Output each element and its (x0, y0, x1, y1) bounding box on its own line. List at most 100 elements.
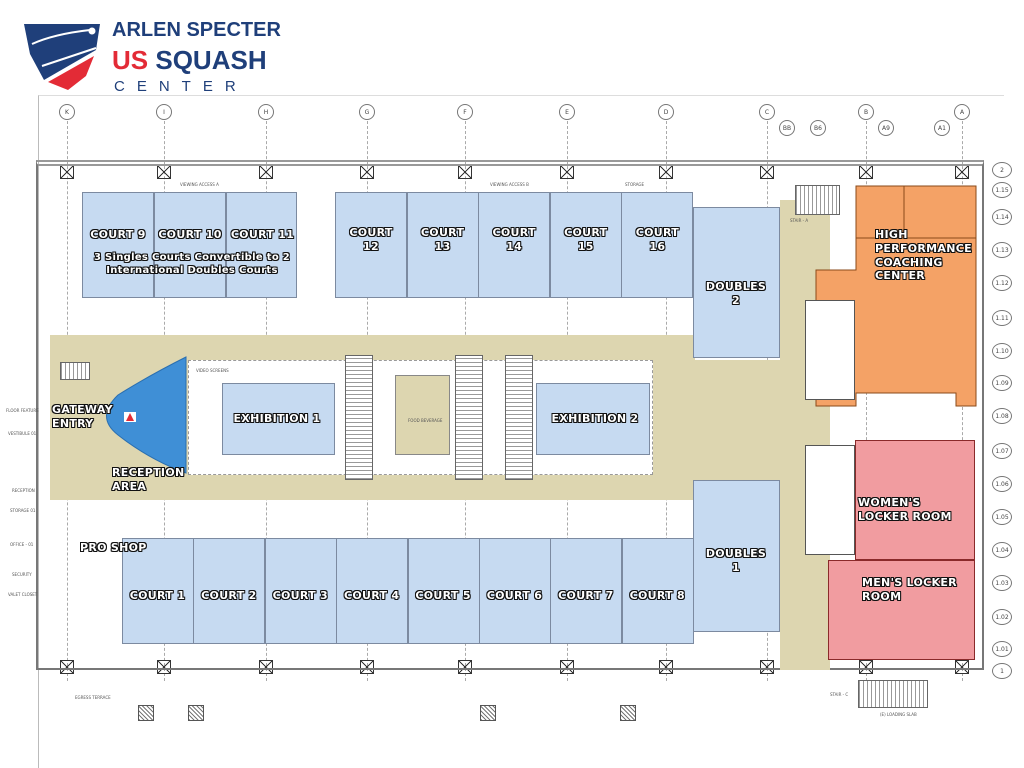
stair-a-label: STAIR - A (790, 218, 809, 223)
mens-locker-label: MEN'S LOCKER ROOM (862, 576, 957, 603)
grid-column-label: E (559, 104, 575, 120)
womens-locker-label: WOMEN'S LOCKER ROOM (858, 496, 952, 523)
grid-column-label: I (156, 104, 172, 120)
column-marker (760, 660, 774, 674)
court-11[interactable] (226, 192, 297, 298)
column-marker (360, 660, 374, 674)
court-4[interactable] (336, 538, 409, 644)
logo-squash: SQUASH (155, 45, 267, 75)
court-9[interactable] (82, 192, 154, 298)
grid-column-label: B (858, 104, 874, 120)
court-10[interactable] (154, 192, 226, 298)
grid-column-label: K (59, 104, 75, 120)
doubles-1[interactable] (693, 480, 780, 632)
column-marker (458, 660, 472, 674)
center-stairs-2 (455, 355, 483, 480)
viewing-access-b: VIEWING ACCESS B (490, 182, 529, 187)
planter (188, 705, 204, 721)
court-16-label: COURT 16 (635, 226, 680, 253)
concourse-connector (690, 360, 785, 480)
gateway-floor-feature (106, 356, 187, 474)
stair-c (858, 680, 928, 708)
grid-row-label: 1.07 (992, 443, 1012, 459)
loading-tag: (E) LOADING SLAB (880, 712, 917, 717)
grid-row-label: 1.14 (992, 209, 1012, 225)
grid-column-label: H (258, 104, 274, 120)
court-2[interactable] (193, 538, 266, 644)
court-13[interactable] (406, 192, 479, 298)
floor-plan (38, 95, 1004, 768)
viewing-access-a: VIEWING ACCESS A (180, 182, 219, 187)
floor-feature-tag: FLOOR FEATURE (6, 408, 39, 413)
pro-shop-label: PRO SHOP (80, 541, 147, 554)
grid-row-label: 1.06 (992, 476, 1012, 492)
doubles-1-label: DOUBLES 1 (705, 547, 767, 574)
reception-label: RECEPTION AREA (112, 466, 185, 493)
grid-row-label: 1.13 (992, 242, 1012, 258)
court-3-label: COURT 3 (272, 589, 328, 602)
center-stairs-1 (345, 355, 373, 480)
storage-tag: STORAGE (625, 182, 645, 187)
doubles-2-label: DOUBLES 2 (705, 280, 767, 307)
court-15[interactable] (549, 192, 622, 298)
egress-tag: EGRESS TERRACE (75, 695, 111, 700)
logo: ARLEN SPECTER US SQUASH CENTER (24, 18, 284, 98)
vestibule-tag: VESTIBULE 01 (8, 431, 37, 436)
grid-column-label: A1 (934, 120, 950, 136)
planter (138, 705, 154, 721)
court-7-label: COURT 7 (558, 589, 614, 602)
court-16[interactable] (621, 192, 694, 298)
exhibition-1-court[interactable] (222, 383, 335, 455)
stair-a (795, 185, 840, 215)
court-13-label: COURT 13 (420, 226, 465, 253)
grid-row-label: 1.09 (992, 375, 1012, 391)
court-6[interactable] (479, 538, 551, 644)
court-12[interactable] (335, 192, 407, 298)
logo-line2: US SQUASH (112, 47, 267, 73)
grid-column-label: G (359, 104, 375, 120)
exhibition-2-court[interactable] (536, 383, 650, 455)
reception-tag: RECEPTION (12, 488, 35, 493)
court-5-label: COURT 5 (415, 589, 471, 602)
hpcc-label: HIGH PERFORMANCE COACHING CENTER (875, 228, 972, 283)
logo-shield-icon (24, 24, 100, 90)
court-4-label: COURT 4 (343, 589, 400, 602)
grid-column-label: B6 (810, 120, 826, 136)
building-outline (36, 160, 984, 670)
court-14[interactable] (478, 192, 551, 298)
planter (620, 705, 636, 721)
court-8[interactable] (621, 538, 694, 644)
video-screens-tag: VIDEO SCREENS (196, 368, 229, 373)
court-3[interactable] (264, 538, 337, 644)
grid-row-label: 1.04 (992, 542, 1012, 558)
grid-row-label: 1.08 (992, 408, 1012, 424)
column-marker (560, 660, 574, 674)
planter (480, 705, 496, 721)
court-10-label: COURT 10 (158, 228, 222, 241)
restroom-block-2 (805, 445, 855, 555)
exhibition-2-label: EXHIBITION 2 (551, 412, 639, 425)
valet-tag: VALET CLOSET (8, 592, 38, 597)
food-beverage-area (395, 375, 450, 455)
grid-row-label: 1.12 (992, 275, 1012, 291)
mens-locker-area (828, 560, 975, 660)
grid-row-label: 1.15 (992, 182, 1012, 198)
restroom-block-1 (805, 300, 855, 400)
column-marker (259, 660, 273, 674)
grid-column-line (866, 121, 867, 681)
grid-row-label: 1.02 (992, 609, 1012, 625)
logo-line3: CENTER (114, 78, 248, 95)
column-marker (659, 660, 673, 674)
court-8-label: COURT 8 (629, 589, 685, 602)
column-marker (157, 660, 171, 674)
court-1-label: COURT 1 (129, 589, 186, 602)
doubles-2[interactable] (693, 207, 780, 358)
court-6-label: COURT 6 (486, 589, 543, 602)
grid-row-label: 1.10 (992, 343, 1012, 359)
column-marker (60, 660, 74, 674)
logo-us: US (112, 45, 149, 75)
grid-row-label: 1.11 (992, 310, 1012, 326)
grid-row-label: 1 (992, 663, 1012, 679)
court-5[interactable] (407, 538, 480, 644)
grid-column-label: C (759, 104, 775, 120)
